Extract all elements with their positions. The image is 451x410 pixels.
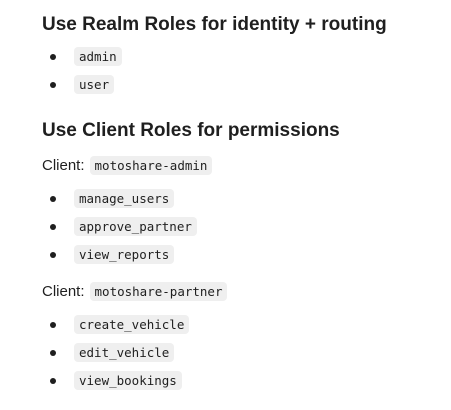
bullet-icon [50, 322, 56, 328]
bullet-icon [50, 224, 56, 230]
list-item: view_reports [42, 241, 197, 269]
client-roles-heading: Use Client Roles for permissions [42, 120, 340, 141]
list-item: admin [42, 43, 122, 71]
role-code: approve_partner [74, 217, 197, 236]
list-item: edit_vehicle [42, 339, 189, 367]
list-item: create_vehicle [42, 311, 190, 339]
role-code: manage_users [74, 189, 175, 208]
bullet-icon [50, 378, 56, 384]
list-item: approve_partner [42, 213, 197, 241]
bullet-icon [50, 350, 56, 356]
client-admin-line: Client:motoshare-admin [42, 155, 213, 177]
realm-roles-list: admin user [42, 43, 122, 99]
bullet-icon [50, 252, 56, 258]
bullet-icon [50, 54, 56, 60]
role-code: edit_vehicle [74, 343, 175, 362]
client-label: Client: [42, 283, 85, 300]
role-code: view_bookings [74, 371, 182, 390]
client-partner-line: Client:motoshare-partner [42, 281, 228, 303]
bullet-icon [50, 82, 56, 88]
bullet-icon [50, 196, 56, 202]
list-item: manage_users [42, 185, 197, 213]
client-name-code: motoshare-admin [89, 156, 213, 175]
role-code: user [74, 75, 115, 94]
list-item: view_bookings [42, 367, 189, 395]
role-code: view_reports [74, 245, 175, 264]
admin-client-roles-list: manage_users approve_partner view_report… [42, 185, 197, 269]
realm-roles-heading: Use Realm Roles for identity + routing [42, 14, 387, 35]
client-name-code: motoshare-partner [89, 282, 228, 301]
partner-client-roles-list: create_vehicle edit_vehicle view_booking… [42, 311, 190, 395]
client-label: Client: [42, 157, 85, 174]
role-code: admin [74, 47, 122, 66]
role-code: create_vehicle [74, 315, 190, 334]
list-item: user [42, 71, 122, 99]
